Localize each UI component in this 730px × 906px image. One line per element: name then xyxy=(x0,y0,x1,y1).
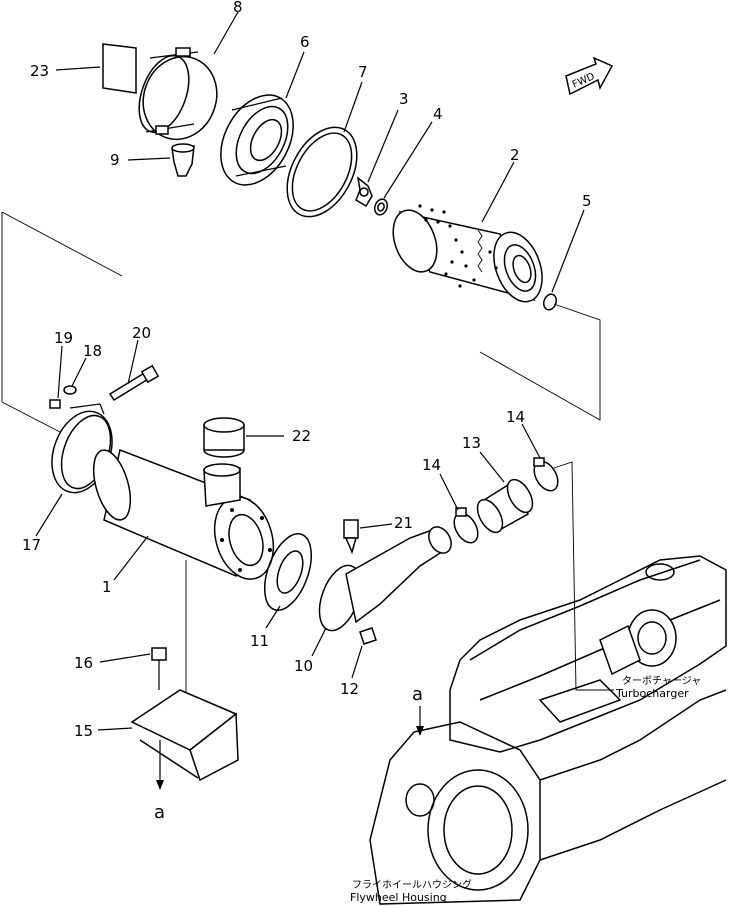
callout-22: 22 xyxy=(292,427,311,445)
callout-15: 15 xyxy=(74,722,93,740)
callout-18: 18 xyxy=(83,342,102,360)
callout-7: 7 xyxy=(358,63,368,81)
part-7-gasket xyxy=(286,81,363,218)
callout-4: 4 xyxy=(433,105,443,123)
part-9-valve xyxy=(127,143,195,177)
part-14-clamp-right xyxy=(521,423,559,492)
flywheel-housing-label-jp: フライホイールハウジング xyxy=(352,878,472,891)
flywheel-housing-label-en: Flywheel Housing xyxy=(350,891,447,904)
callout-16: 16 xyxy=(74,654,93,672)
part-12-nut xyxy=(351,627,377,679)
callout-14-right: 14 xyxy=(506,408,525,426)
part-6-cover xyxy=(220,51,305,186)
callout-9: 9 xyxy=(110,151,120,169)
part-10-elbow xyxy=(311,526,452,657)
part-23-plate xyxy=(55,43,137,94)
callout-19: 19 xyxy=(54,329,73,347)
part-16-bolt xyxy=(99,647,167,690)
callout-1: 1 xyxy=(102,578,112,596)
part-22-cap xyxy=(203,417,284,458)
callout-5: 5 xyxy=(582,192,592,210)
callout-6: 6 xyxy=(300,33,310,51)
part-15-bracket xyxy=(97,689,239,790)
callout-12: 12 xyxy=(340,680,359,698)
part-19-nut xyxy=(49,345,63,409)
ref-a-bottom: a xyxy=(154,802,165,823)
part-13-hose xyxy=(476,451,534,534)
assembly-guide-lines xyxy=(1,211,601,433)
callout-8: 8 xyxy=(233,0,243,16)
turbocharger-label-jp: ターボチャージャ xyxy=(622,675,701,687)
callout-3: 3 xyxy=(399,90,409,108)
callout-13: 13 xyxy=(462,434,481,452)
part-4-washer xyxy=(373,121,433,216)
part-11-gasket xyxy=(264,533,312,629)
callout-23: 23 xyxy=(30,62,49,80)
part-21-sensor xyxy=(343,519,393,555)
guide-line-turbo xyxy=(553,461,614,691)
callout-21: 21 xyxy=(394,514,413,532)
turbocharger-label-en: Turbocharger xyxy=(615,687,689,700)
callout-20: 20 xyxy=(132,324,151,342)
callout-10: 10 xyxy=(294,657,313,675)
callout-2: 2 xyxy=(510,146,520,164)
part-5-ring xyxy=(542,209,585,311)
part-20-bolt xyxy=(108,339,160,402)
callout-11: 11 xyxy=(250,632,269,650)
callout-17: 17 xyxy=(22,536,41,554)
part-3-wing-nut xyxy=(355,109,399,208)
part-1-air-cleaner-body xyxy=(92,448,275,722)
part-14-clamp-left xyxy=(439,473,479,544)
fwd-direction-arrow: FWD xyxy=(565,56,614,96)
ref-a-top: a xyxy=(412,684,423,705)
part-2-filter-element xyxy=(392,161,543,303)
part-18-washer xyxy=(63,357,87,395)
callout-14-left: 14 xyxy=(422,456,441,474)
part-8-band xyxy=(138,11,239,141)
engine-block xyxy=(369,555,727,905)
